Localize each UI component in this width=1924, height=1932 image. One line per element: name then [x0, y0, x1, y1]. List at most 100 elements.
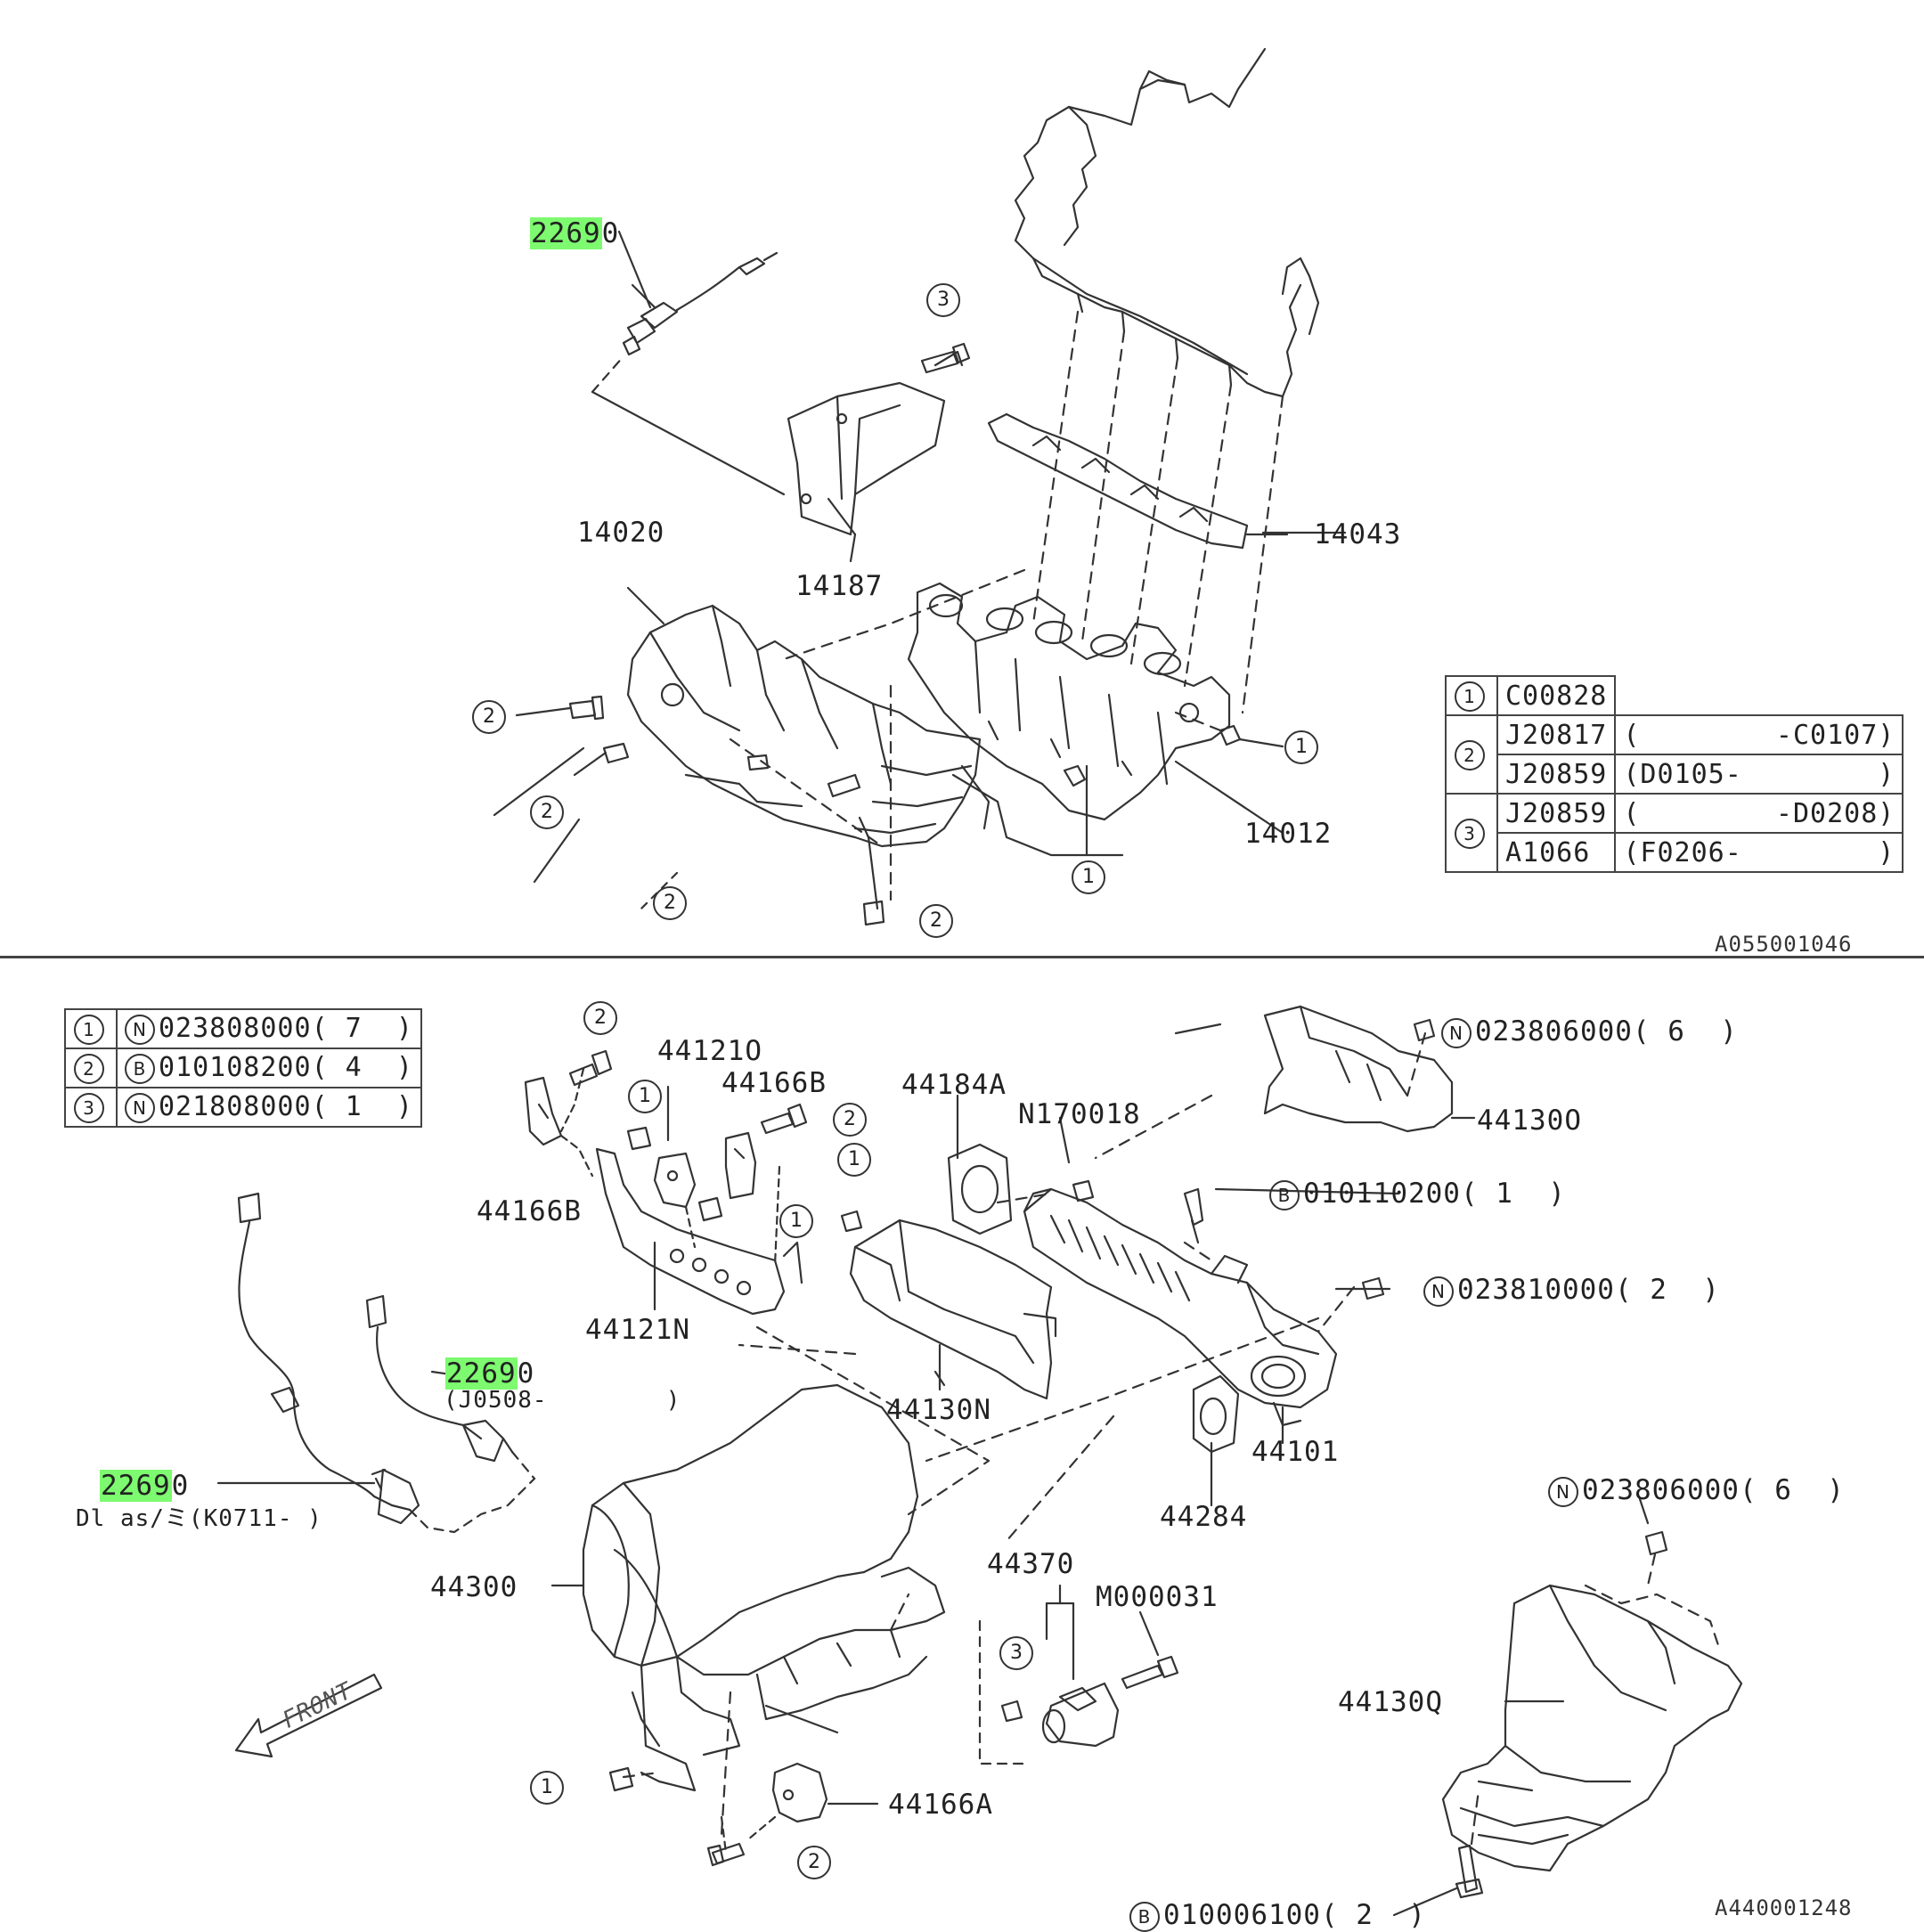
callout-2: 2: [472, 700, 506, 734]
exhaust-manifold-14012-drawing: [907, 582, 1231, 857]
fastener-type-badge: N: [1548, 1476, 1578, 1507]
legend-quantity: ( 1 ): [311, 1091, 413, 1123]
fastener-type-badge: N: [1441, 1017, 1472, 1048]
fastener-type-badge: N: [125, 1092, 155, 1123]
part-44121N: 44121N: [585, 1314, 690, 1346]
legend-part-number: J20817: [1496, 714, 1617, 755]
callout-1: 1: [837, 1143, 871, 1177]
fastener-type-badge: B: [125, 1053, 155, 1084]
legend-part-number: 023808000: [159, 1013, 312, 1045]
legend-callout: 1: [64, 1008, 118, 1049]
diagram-code-top: A055001046: [1715, 932, 1853, 957]
fastener-number: 010110200( 1 ): [1303, 1178, 1566, 1210]
fastener-type-badge: B: [1269, 1179, 1300, 1211]
part-44166B: 44166B: [477, 1195, 582, 1227]
part-N170018: N170018: [1018, 1098, 1141, 1130]
part-14012: 14012: [1244, 818, 1333, 850]
legend-callout-number: 2: [1455, 739, 1485, 770]
callout-1: 1: [628, 1080, 662, 1113]
legend-row: J20859 (D0105- ): [1446, 754, 1904, 795]
top-dashed-leaders: [729, 310, 1284, 901]
callout-3: 3: [926, 283, 960, 317]
diagram-code-bottom: A440001248: [1715, 1895, 1853, 1920]
legend-range: (D0105- ): [1614, 754, 1904, 795]
legend-part-number: A1066: [1496, 832, 1617, 873]
front-direction-arrow: [234, 1673, 383, 1758]
legend-callout-number: 3: [74, 1092, 104, 1123]
o2-sensors-bottom-drawing: [237, 1192, 536, 1534]
fastener-type-badge: N: [125, 1014, 155, 1045]
part-number-suffix: 0: [517, 1357, 535, 1390]
legend-range: (F0206- ): [1614, 832, 1904, 873]
part-M000031: M000031: [1096, 1581, 1219, 1613]
part-22690-sensor-b: 22690: [100, 1470, 189, 1502]
highlighted-part-number: 2269: [530, 217, 602, 249]
legend-callout: 3: [64, 1087, 118, 1128]
legend-part-number: 010108200: [159, 1052, 312, 1084]
legend-callout-number: 1: [1455, 681, 1485, 712]
legend-range: ( -D0208): [1614, 793, 1904, 834]
fastener-type-badge: N: [1423, 1276, 1454, 1307]
callout-2: 2: [653, 886, 687, 920]
heat-shield-14187-drawing: [787, 350, 964, 536]
section-divider: [0, 956, 1924, 958]
heat-shield-44130Q-drawing: [1441, 1584, 1743, 1872]
legend-row: A1066 (F0206- ): [1446, 832, 1904, 873]
callout-1: 1: [1072, 860, 1105, 894]
highlighted-part-number: 2269: [100, 1470, 172, 1502]
legend-callout: 2: [1445, 714, 1498, 795]
flex-pipe-44101-drawing: [1023, 1187, 1338, 1427]
part-44300: 44300: [430, 1571, 518, 1603]
part-number-suffix: 0: [171, 1470, 190, 1502]
legend-row: 1 C00828: [1445, 675, 1903, 716]
legend-table-top: 1 C00828 2 J20817 ( -C0107) J20859 (D010…: [1445, 675, 1904, 873]
bracket-44121N-drawing: [595, 1147, 803, 1316]
bracket-44166A-drawing: [720, 1762, 828, 1855]
top-bolts-drawing: [493, 342, 1284, 926]
sensor-a-applicability: (J0508- ): [444, 1387, 681, 1414]
callout-3: 3: [999, 1636, 1033, 1670]
legend-part-number: J20859: [1496, 754, 1617, 795]
callout-2: 2: [583, 1001, 617, 1035]
fastener-number: 010006100( 2 ): [1163, 1899, 1426, 1931]
part-44166B: 44166B: [722, 1067, 827, 1099]
legend-row: 3 J20859 ( -D0208): [1445, 793, 1904, 873]
legend-callout: 2: [64, 1048, 118, 1088]
gasket-44284-drawing: [1192, 1374, 1240, 1454]
callout-1: 1: [1284, 730, 1318, 764]
heat-cover-14020-drawing: [626, 604, 991, 848]
small-brackets-drawing: [524, 1067, 781, 1267]
legend-part-number: J20859: [1496, 793, 1617, 834]
legend-callout-number: 2: [74, 1053, 104, 1084]
legend-part-number: 021808000: [159, 1091, 312, 1123]
part-14043: 14043: [1314, 518, 1402, 550]
legend-callout-number: 1: [74, 1014, 104, 1045]
muffler-44300-drawing: [582, 1383, 946, 1792]
damper-44370-drawing: [978, 1584, 1120, 1765]
part-44121O: 44121O: [657, 1035, 762, 1067]
highlighted-part-number: 2269: [445, 1357, 518, 1390]
fastener-number: 023806000( 6 ): [1475, 1015, 1738, 1048]
fastener-number: 023806000( 6 ): [1582, 1474, 1845, 1506]
part-22690-sensor-a: 22690: [445, 1357, 534, 1390]
callout-1: 1: [779, 1204, 813, 1238]
manifold-gasket-14043-drawing: [987, 412, 1289, 550]
cylinder-head-drawing: [1014, 47, 1320, 398]
part-44370: 44370: [987, 1548, 1075, 1580]
part-22690-top: 22690: [530, 217, 619, 249]
part-number-suffix: 0: [601, 217, 620, 249]
legend-quantity: ( 4 ): [311, 1052, 413, 1084]
legend-part-number: C00828: [1496, 675, 1617, 716]
bottom-leader-lines: [216, 1023, 1650, 1917]
